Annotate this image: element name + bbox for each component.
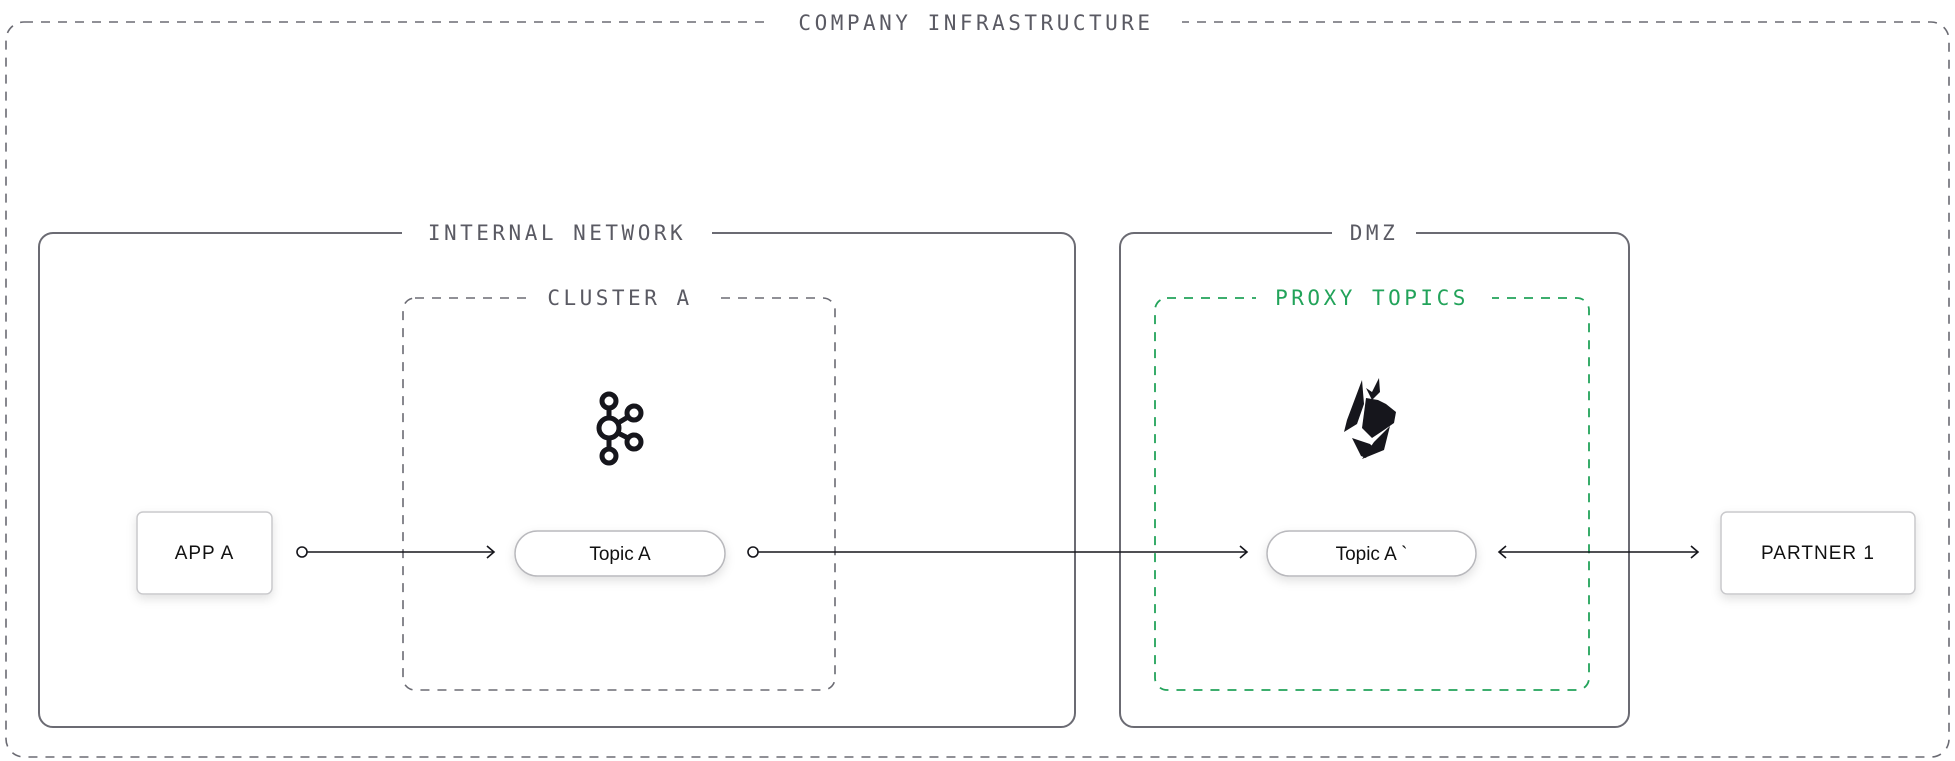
cluster-a-group: CLUSTER A: [402, 280, 836, 691]
app-a-node[interactable]: APP A: [136, 511, 273, 595]
topic-a-node[interactable]: Topic A: [514, 530, 726, 577]
internal-network-label: INTERNAL NETWORK: [428, 221, 686, 245]
dmz-group: DMZ: [1119, 216, 1630, 728]
topic-a-label: Topic A: [589, 544, 651, 565]
company-infrastructure-label: COMPANY INFRASTRUCTURE: [798, 11, 1153, 35]
proxy-topic-a-label: Topic A `: [1336, 544, 1408, 565]
proxy-topic-a-node[interactable]: Topic A `: [1266, 530, 1477, 577]
cluster-a-label: CLUSTER A: [547, 286, 692, 310]
kafka-logo-icon: [596, 391, 644, 466]
company-infrastructure-group: COMPANY INFRASTRUCTURE: [5, 6, 1950, 758]
partner-1-label: PARTNER 1: [1761, 543, 1875, 564]
proxy-topics-label: PROXY TOPICS: [1275, 286, 1469, 310]
app-a-label: APP A: [175, 543, 235, 564]
partner-1-node[interactable]: PARTNER 1: [1720, 511, 1916, 595]
wolf-logo-icon: [1344, 378, 1396, 459]
dmz-label: DMZ: [1350, 221, 1398, 245]
connector-proxy-topic-partner: [1497, 545, 1700, 559]
connector-app-to-topic: [296, 545, 496, 559]
proxy-topics-group: PROXY TOPICS: [1154, 280, 1590, 691]
connector-topic-to-proxy-topic: [747, 545, 1249, 559]
internal-network-group: INTERNAL NETWORK: [38, 216, 1076, 728]
